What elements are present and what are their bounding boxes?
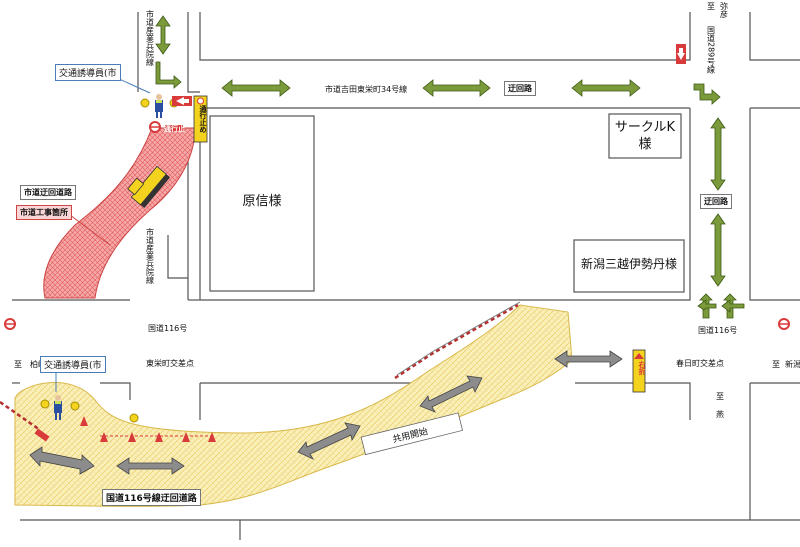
cone-row: [80, 416, 216, 442]
bypass-name-tag: 国道116号線迂回道路: [102, 489, 201, 506]
to-tsubame: 燕: [716, 409, 725, 419]
no-entry-sign-text: 通行止め: [199, 105, 207, 133]
to-niigata-prefix: 至: [772, 360, 780, 369]
city-work-tag: 市道工事箇所: [16, 205, 72, 220]
traffic-guard-icon: [54, 395, 62, 420]
to-yahiko-prefix: 至: [707, 2, 716, 10]
road-lines: [12, 12, 800, 540]
city-detour-tag: 市道迂回道路: [20, 185, 76, 200]
guard-callout-bottom: 交通誘導員(市: [40, 356, 106, 373]
road-label-national-116: 国道116号: [148, 323, 187, 333]
intersection-kasuga: 春日町交差点: [676, 358, 724, 368]
circle-k-suffix: 様: [638, 137, 652, 152]
road-label-city-west-bottom: 市道産業兵院線: [146, 227, 155, 284]
road-label-national-116-right: 国道116号: [698, 325, 737, 335]
building-mitsukoshi: 新潟三越伊勢丹様: [580, 257, 677, 271]
west-barrier: [0, 400, 41, 432]
excavator-icon: [127, 165, 171, 209]
intersection-toei: 東栄町交差点: [146, 358, 194, 368]
no-entry-small-text: 通行止: [164, 125, 185, 133]
guard-callout-top: 交通誘導員(市: [55, 64, 121, 81]
right-turn-sign-text: 右折: [638, 361, 646, 375]
building-harashin: 原信様: [242, 194, 282, 209]
to-niigata: 新潟: [785, 359, 800, 369]
building-circle-k: サークルK 様: [609, 114, 681, 158]
detour-tag-top: 迂回路: [504, 81, 536, 96]
green-arrows: [155, 15, 745, 319]
circle-k-name: サークルK: [614, 120, 676, 135]
bypass-area: [14, 304, 573, 507]
detour-tag-right: 迂回路: [700, 194, 732, 209]
to-kashiwazaki-prefix: 至: [14, 360, 22, 369]
signboard: [193, 95, 646, 393]
gray-arrows: [29, 350, 623, 475]
shared-open-box: 共用開始: [360, 412, 464, 456]
callout-leader: [69, 214, 111, 246]
to-yahiko: 弥彦: [720, 1, 729, 19]
bypass-barrier: [394, 301, 521, 380]
road-label-city-west-top: 市道産業兵院線: [146, 9, 155, 66]
direction-sign-icon: [172, 44, 686, 106]
road-label-national-east: 国道289号線: [707, 26, 716, 73]
to-tsubame-prefix: 至: [716, 392, 725, 400]
to-kashiwazaki: 柏崎: [30, 359, 46, 369]
road-label-city-north: 市道吉田東栄町34号線: [325, 84, 407, 94]
barricade-icon: [34, 125, 183, 442]
traffic-guard-icon: [155, 94, 163, 118]
